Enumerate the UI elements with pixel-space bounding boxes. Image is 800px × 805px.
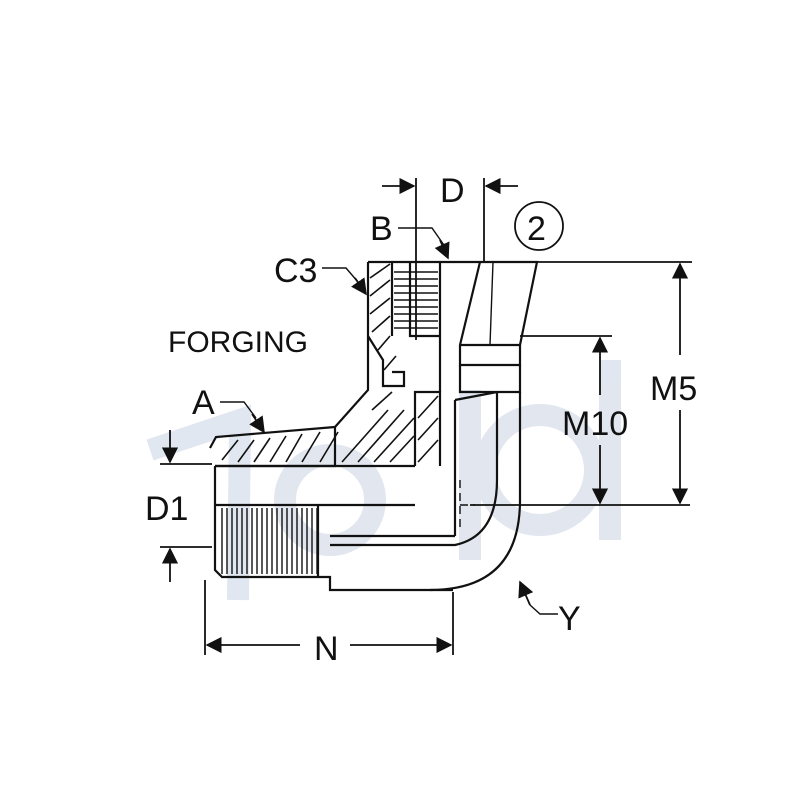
label-forging: FORGING xyxy=(168,326,308,359)
label-m10: M10 xyxy=(562,405,628,443)
callout-number: 2 xyxy=(527,210,546,248)
dimension-d: D xyxy=(382,172,518,340)
label-y-group: Y xyxy=(518,580,581,638)
watermark xyxy=(146,360,621,601)
label-d1: D1 xyxy=(145,490,188,528)
callout-2: 2 xyxy=(514,201,564,251)
label-c3: C3 xyxy=(274,252,317,290)
label-a-group: A xyxy=(192,384,265,434)
label-y: Y xyxy=(558,600,581,638)
label-b: B xyxy=(370,210,393,248)
dimension-m10: M10 xyxy=(470,335,690,506)
dimension-n: N xyxy=(204,580,454,668)
dimension-d1: D1 xyxy=(145,430,212,582)
label-a: A xyxy=(192,384,215,422)
swivel-nut xyxy=(366,260,539,394)
label-d: D xyxy=(440,172,465,210)
elbow-body xyxy=(330,336,522,592)
label-m5: M5 xyxy=(650,370,697,408)
dimension-m5: M5 xyxy=(537,261,697,505)
male-thread-end xyxy=(209,425,455,592)
label-c3-group: C3 xyxy=(274,252,367,296)
label-n: N xyxy=(314,630,339,668)
label-b-group: B xyxy=(370,210,450,260)
